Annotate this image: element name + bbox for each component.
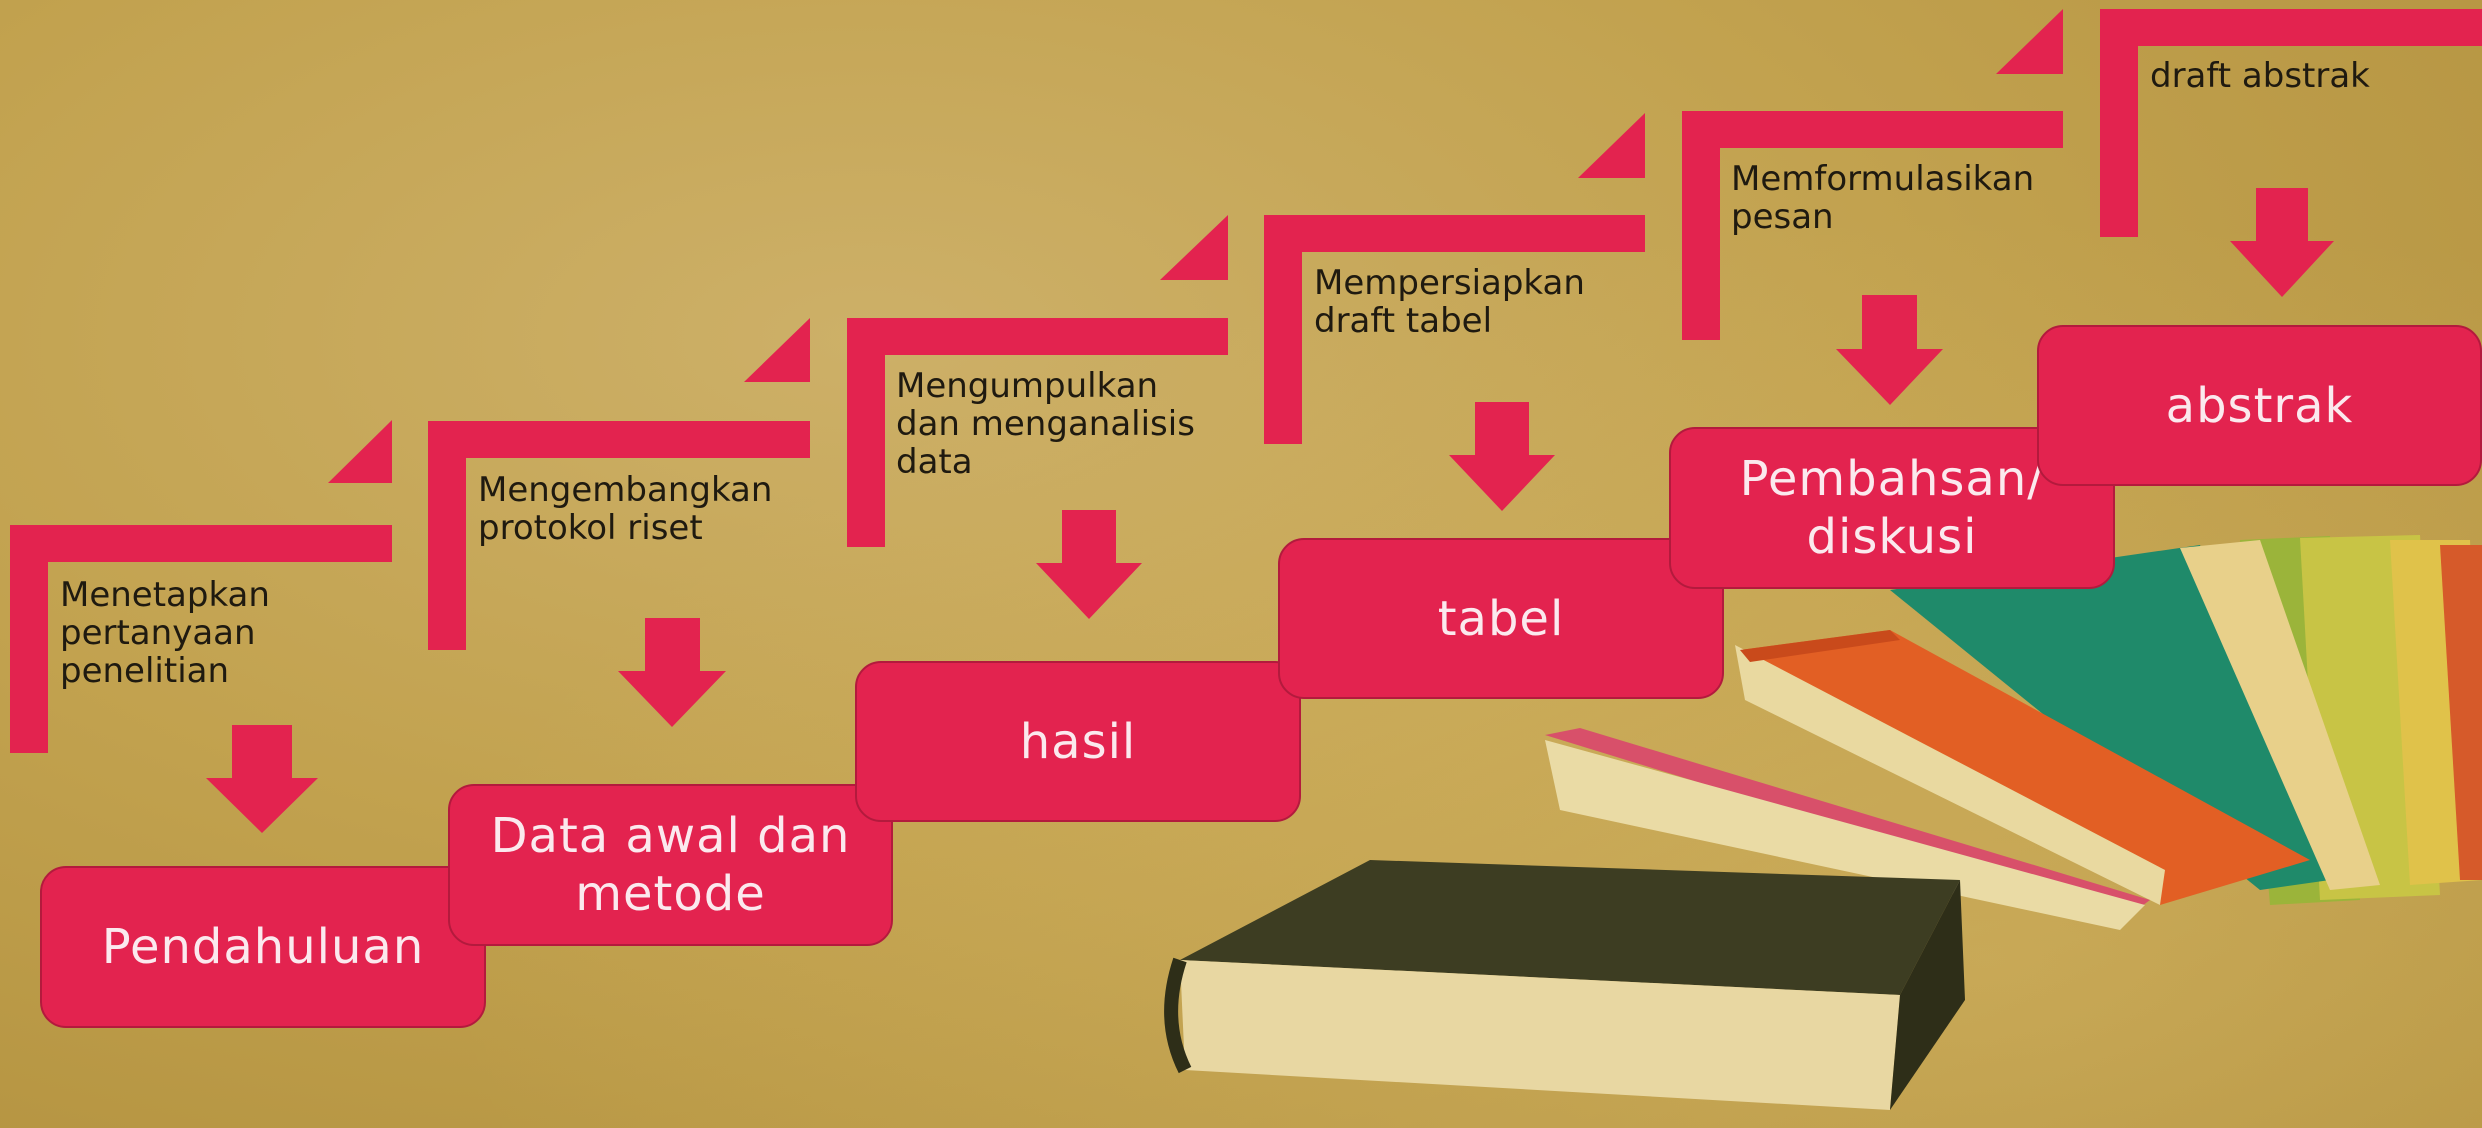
step-5-arrow xyxy=(1836,295,1943,405)
step-4-corner-shape xyxy=(1264,215,1645,444)
step-4-label: Mempersiapkan draft tabel xyxy=(1314,263,1585,341)
step-1-arrow xyxy=(206,725,318,833)
step-5-corner-tip xyxy=(1996,9,2063,74)
step-4-box: tabel xyxy=(1278,538,1724,699)
step-6-arrow xyxy=(2230,188,2334,297)
step-2-arrow xyxy=(618,618,726,727)
step-6-label: draft abstrak xyxy=(2150,56,2370,96)
step-4-arrow xyxy=(1449,402,1555,511)
step-4-corner-tip xyxy=(1578,113,1645,178)
lying-dark-book xyxy=(1164,860,1965,1110)
step-2-box: Data awal dan metode xyxy=(448,784,893,946)
step-3-arrow xyxy=(1036,510,1142,619)
step-2-label: Mengembangkan protokol riset xyxy=(478,470,773,548)
step-5-label: Memformulasikan pesan xyxy=(1731,159,2035,237)
step-2-corner-tip xyxy=(744,318,810,382)
step-3-corner-tip xyxy=(1160,215,1228,280)
standing-books xyxy=(1890,535,2482,905)
step-6-corner-shape xyxy=(2100,9,2482,237)
step-1-box: Pendahuluan xyxy=(40,866,486,1028)
step-1-label: Menetapkan pertanyaan penelitian xyxy=(60,575,270,691)
step-1-corner-tip xyxy=(328,420,392,483)
step-6-box: abstrak xyxy=(2037,325,2482,486)
step-1-corner-shape xyxy=(10,525,392,753)
step-3-box: hasil xyxy=(855,661,1301,822)
step-3-corner-shape xyxy=(847,318,1228,547)
leaning-pink-book xyxy=(1545,728,2150,930)
leaning-orange-book xyxy=(1735,630,2310,905)
step-3-label: Mengumpulkan dan menganalisis data xyxy=(896,366,1195,482)
step-2-corner-shape xyxy=(428,421,810,650)
step-5-corner-shape xyxy=(1682,111,2063,340)
